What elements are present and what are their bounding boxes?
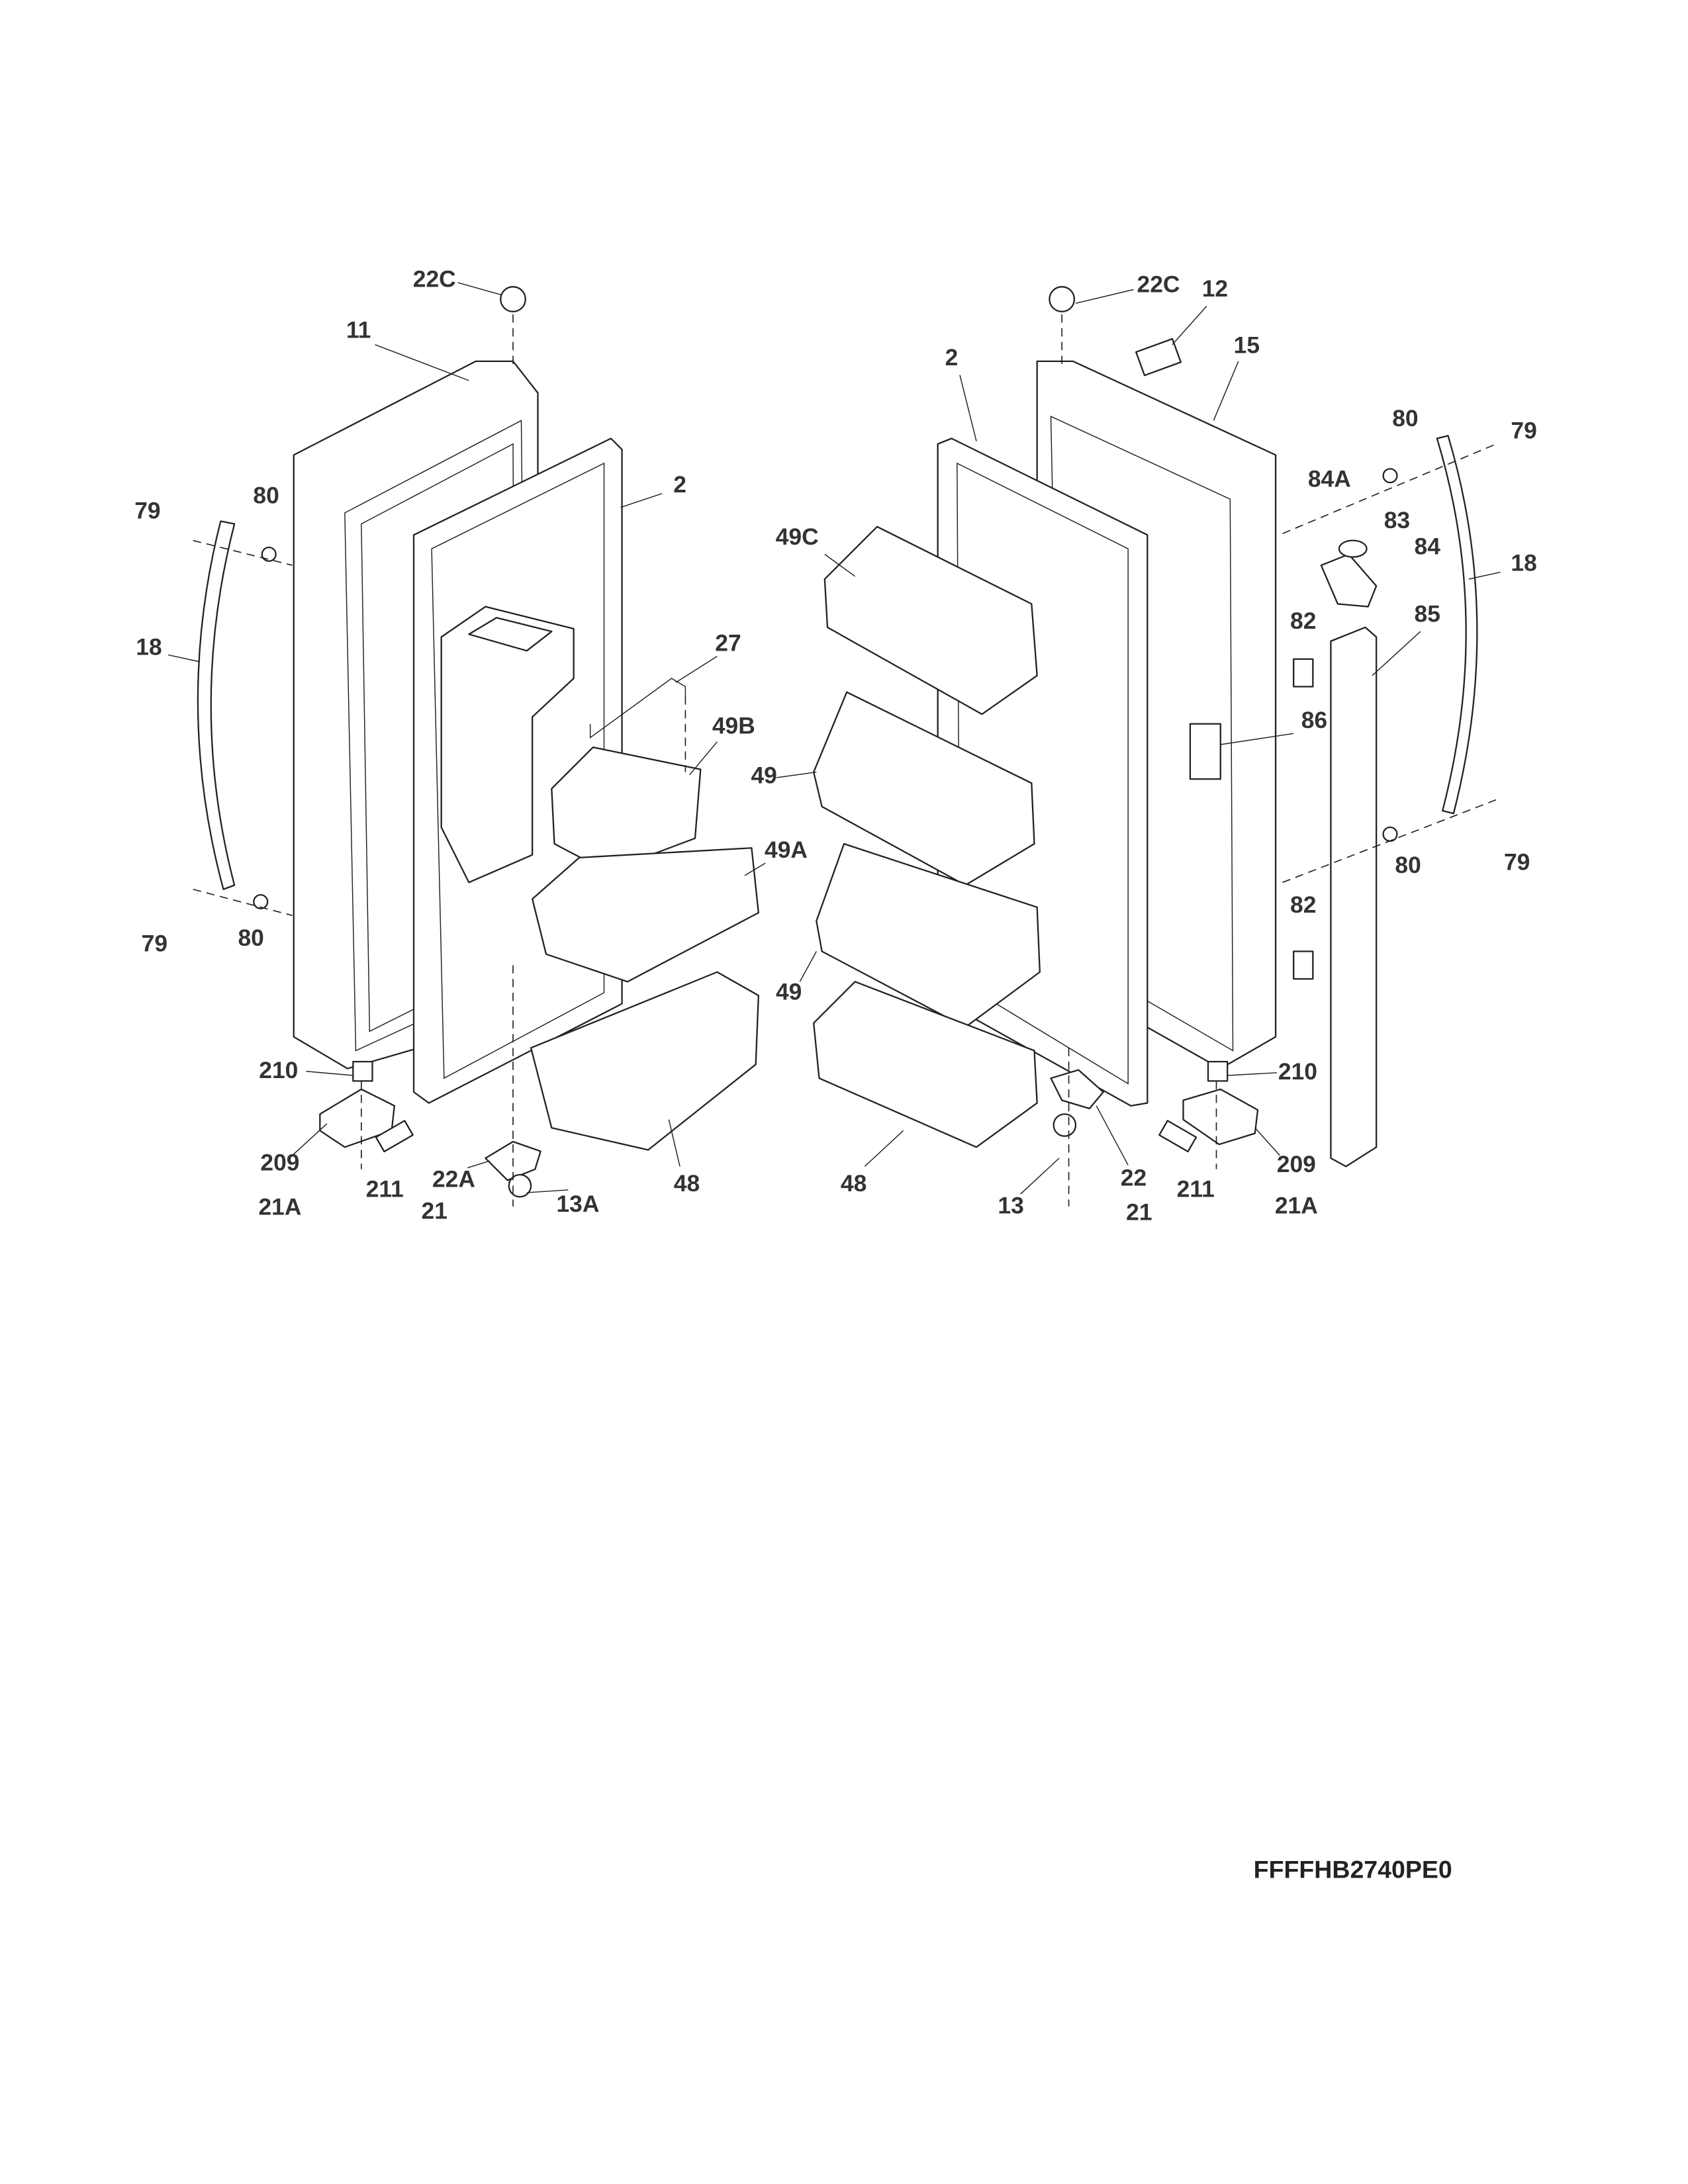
callout-22A: 22A [432, 1166, 475, 1193]
callout-79: 79 [1504, 849, 1530, 876]
bin-49C [823, 525, 1038, 715]
part-211-right [1158, 1120, 1197, 1153]
model-code: FFFFHB2740PE0 [1254, 1856, 1452, 1884]
freezer-door-handle-18 [197, 520, 236, 890]
callout-27: 27 [715, 629, 741, 656]
left-door-assembly [197, 286, 759, 1198]
callout-210: 210 [259, 1057, 298, 1083]
callout-21: 21 [422, 1198, 447, 1224]
callout-84A: 84A [1308, 465, 1351, 492]
screw-80-bottom-right [1382, 826, 1398, 842]
bin-49B [551, 747, 702, 872]
callout-209: 209 [1277, 1151, 1316, 1177]
clip-82-upper [1293, 658, 1314, 688]
callout-18: 18 [136, 634, 162, 660]
callout-86: 86 [1301, 707, 1327, 733]
leader-lines [168, 282, 1501, 1195]
dispenser-chute [440, 606, 575, 884]
callout-15: 15 [1234, 332, 1260, 358]
callout-49: 49 [776, 978, 802, 1005]
bracket-84 [1320, 553, 1378, 608]
callout-49B: 49B [712, 712, 755, 739]
left-gasket-inner [431, 462, 605, 1079]
bin-48-left [530, 971, 759, 1151]
bin-48-right [813, 981, 1038, 1148]
ice-bin-rod-27 [589, 678, 686, 739]
part-210-left [352, 1061, 373, 1082]
callout-21A: 21A [258, 1193, 301, 1220]
bin-49-lower [816, 842, 1041, 1028]
callout-22C: 22C [1137, 271, 1180, 298]
callout-18: 18 [1511, 549, 1536, 576]
callout-82: 82 [1290, 891, 1316, 918]
callout-48: 48 [841, 1170, 867, 1197]
callout-79: 79 [142, 931, 167, 957]
callout-79: 79 [1511, 418, 1536, 444]
fresh-food-door-handle-18 [1436, 435, 1478, 815]
callout-labels: 22C 11 2 79 80 18 27 49B 49A 79 80 210 2… [134, 265, 1537, 1225]
screw-80-top-left [261, 546, 277, 563]
cap-83 [1338, 539, 1368, 558]
callout-80: 80 [1395, 852, 1421, 878]
callout-11: 11 [346, 316, 371, 343]
bin-49-upper [813, 691, 1035, 886]
callout-82: 82 [1290, 608, 1316, 634]
callout-13A: 13A [556, 1191, 599, 1217]
callout-80: 80 [1392, 405, 1418, 432]
right-door-assembly [813, 286, 1478, 1167]
assembly-lines [193, 314, 1497, 1206]
hinge-209-right [1182, 1088, 1259, 1146]
bushing-22C-right [1049, 286, 1076, 312]
callout-85: 85 [1415, 601, 1440, 627]
callout-80: 80 [238, 925, 263, 951]
callout-12: 12 [1202, 275, 1228, 302]
callout-2: 2 [673, 471, 686, 498]
callout-2: 2 [945, 344, 959, 371]
callout-13: 13 [998, 1192, 1023, 1218]
callout-48: 48 [674, 1170, 700, 1197]
screw-80-bottom-left [253, 893, 269, 910]
bushing-22C-left [500, 286, 526, 312]
bin-49A [532, 847, 759, 983]
callout-211: 211 [366, 1175, 404, 1202]
label-12 [1135, 338, 1182, 377]
callout-49: 49 [751, 762, 776, 788]
screw-80-top-right [1382, 468, 1398, 484]
control-86 [1189, 723, 1221, 780]
callout-83: 83 [1384, 507, 1410, 533]
part-211-left [375, 1120, 414, 1153]
callout-211: 211 [1177, 1175, 1215, 1202]
callout-210: 210 [1278, 1058, 1317, 1085]
callout-22C: 22C [413, 265, 456, 292]
callout-49A: 49A [765, 837, 808, 863]
part-210-right [1207, 1061, 1229, 1082]
callout-84: 84 [1415, 533, 1441, 559]
callout-22: 22 [1121, 1165, 1147, 1191]
hinge-22 [1050, 1069, 1104, 1110]
callout-79: 79 [134, 497, 160, 523]
bushing-13 [1053, 1113, 1077, 1137]
callout-49C: 49C [776, 523, 819, 550]
callout-21A: 21A [1275, 1192, 1318, 1218]
trim-strip-85 [1330, 626, 1378, 1167]
bushing-13A [508, 1173, 532, 1198]
callout-80: 80 [253, 482, 279, 508]
clip-82-lower [1293, 950, 1314, 980]
callout-21: 21 [1126, 1199, 1152, 1226]
callout-209: 209 [260, 1150, 299, 1176]
chute-opening [468, 617, 553, 652]
